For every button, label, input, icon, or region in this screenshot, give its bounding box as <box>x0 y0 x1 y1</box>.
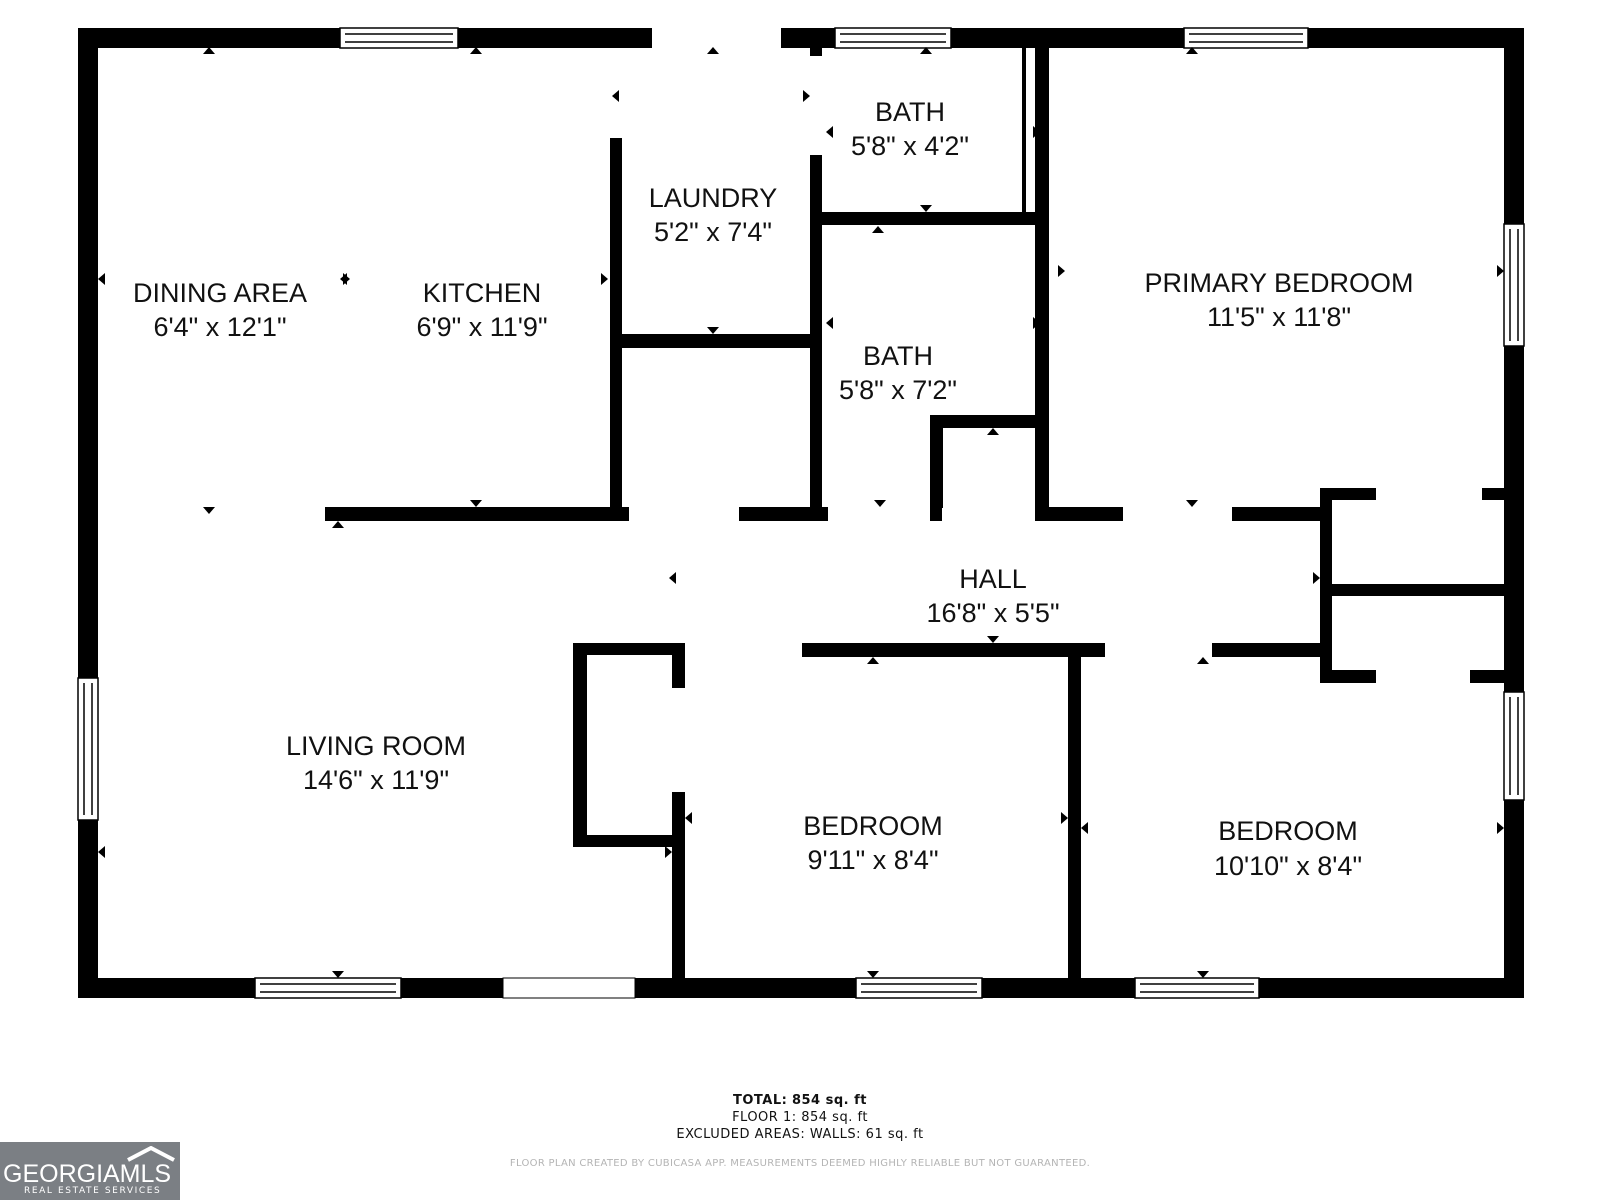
kitchen-name: KITCHEN <box>423 278 542 308</box>
bedroom-right-name: BEDROOM <box>1218 816 1358 846</box>
dimension-markers <box>98 47 1504 978</box>
bedroom-middle-size: 9'11" x 8'4" <box>807 845 938 875</box>
room-labels: DINING AREA 6'4" x 12'1" KITCHEN 6'9" x … <box>133 97 1414 881</box>
door-openings <box>502 28 781 999</box>
logo-subtitle: REAL ESTATE SERVICES <box>24 1186 162 1196</box>
floor-line: FLOOR 1: 854 sq. ft <box>732 1110 868 1125</box>
bath-lower-size: 5'8" x 7'2" <box>839 375 957 405</box>
dining-area-size: 6'4" x 12'1" <box>153 312 286 342</box>
laundry-size: 5'2" x 7'4" <box>654 217 772 247</box>
living-room-size: 14'6" x 11'9" <box>303 765 449 795</box>
hall-size: 16'8" x 5'5" <box>926 598 1059 628</box>
bath-upper-size: 5'8" x 4'2" <box>851 131 969 161</box>
total-line: TOTAL: 854 sq. ft <box>0 1092 1600 1109</box>
primary-bedroom-name: PRIMARY BEDROOM <box>1144 268 1413 298</box>
bath-lower-name: BATH <box>863 341 933 371</box>
living-room-name: LIVING ROOM <box>286 731 466 761</box>
bedroom-middle-name: BEDROOM <box>803 811 943 841</box>
disclaimer: FLOOR PLAN CREATED BY CUBICASA APP. MEAS… <box>509 1158 1091 1169</box>
total-label: TOTAL: <box>732 1093 788 1108</box>
area-totals: TOTAL: 854 sq. ft FLOOR 1: 854 sq. ft EX… <box>0 1092 1600 1143</box>
hall-name: HALL <box>959 564 1027 594</box>
bath-upper-name: BATH <box>875 97 945 127</box>
excluded-line: EXCLUDED AREAS: WALLS: 61 sq. ft <box>676 1127 924 1142</box>
roof-icon <box>127 1146 175 1162</box>
logo-word: GEORGIAMLS <box>3 1160 172 1188</box>
total-value: 854 sq. ft <box>791 1093 867 1108</box>
dining-area-name: DINING AREA <box>133 278 307 308</box>
primary-bedroom-size: 11'5" x 11'8" <box>1207 302 1351 332</box>
georgiamls-logo: GEORGIAMLS REAL ESTATE SERVICES <box>0 1142 180 1200</box>
kitchen-size: 6'9" x 11'9" <box>416 312 547 342</box>
laundry-name: LAUNDRY <box>649 183 778 213</box>
windows <box>77 27 1525 999</box>
interior-walls <box>325 44 1512 992</box>
bedroom-right-size: 10'10" x 8'4" <box>1214 851 1362 881</box>
